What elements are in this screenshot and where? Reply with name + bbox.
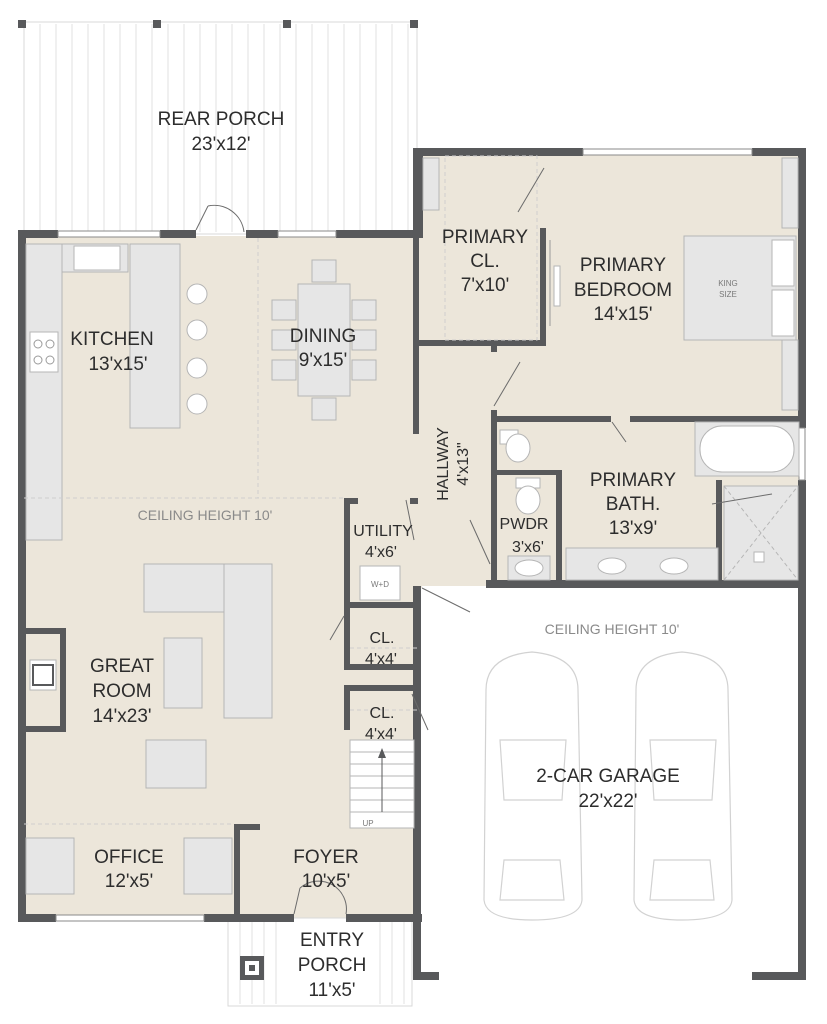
- doors: [195, 167, 773, 915]
- primary-bath-name-1: PRIMARY: [590, 470, 677, 491]
- windows: [55, 148, 806, 922]
- great-room-size: 14'x23': [92, 706, 151, 727]
- bed-label-2: SIZE: [719, 290, 737, 299]
- primary-closet-name-2: CL.: [470, 251, 500, 272]
- entry-porch-size: 11'x5': [308, 980, 355, 1001]
- office-furniture: [24, 823, 234, 895]
- great-room-name-2: ROOM: [92, 681, 151, 702]
- rear-porch-size: 23'x12': [191, 134, 250, 155]
- closet-upper-name: CL.: [370, 630, 395, 647]
- stairs: [349, 739, 415, 829]
- powder-size: 3'x6': [512, 539, 544, 556]
- primary-bedroom-fixtures: [422, 155, 799, 411]
- washer-dryer-label: W+D: [371, 580, 389, 589]
- foyer-size: 10'x5': [302, 871, 350, 892]
- interior-walls: [24, 228, 802, 918]
- bed-label-1: KING: [718, 279, 738, 288]
- kitchen-size: 13'x15': [88, 354, 147, 375]
- exterior-walls: [18, 148, 806, 980]
- ceiling-height-main: CEILING HEIGHT 10': [138, 507, 273, 523]
- closet-lower-size: 4'x4': [365, 726, 397, 743]
- stair-up-label: UP: [362, 819, 373, 828]
- kitchen-name: KITCHEN: [70, 329, 153, 350]
- foyer-name: FOYER: [293, 847, 358, 868]
- room-labels: REAR PORCH 23'x12' KITCHEN 13'x15' DININ…: [70, 109, 737, 1001]
- garage-size: 22'x22': [578, 791, 637, 812]
- utility-name: UTILITY: [353, 523, 413, 540]
- primary-closet-size: 7'x10': [461, 275, 509, 296]
- utility-size: 4'x6': [365, 544, 397, 561]
- office-name: OFFICE: [94, 847, 164, 868]
- entry-porch-name-1: ENTRY: [300, 930, 364, 951]
- rear-porch: [18, 20, 418, 235]
- closet-upper-size: 4'x4': [365, 651, 397, 668]
- hallway-name: HALLWAY: [435, 427, 452, 501]
- closet-lower-name: CL.: [370, 705, 395, 722]
- dining-size: 9'x15': [299, 350, 347, 371]
- dining-name: DINING: [290, 326, 357, 347]
- great-room-furniture: [24, 238, 344, 789]
- great-room-name-1: GREAT: [90, 656, 154, 677]
- hallway-size: 4'x13": [455, 442, 472, 485]
- primary-bath-size: 13'x9': [609, 518, 657, 539]
- utility-fixtures: [350, 565, 418, 711]
- garage-name: 2-CAR GARAGE: [536, 766, 680, 787]
- primary-bath-fixtures: [499, 421, 800, 581]
- entry-porch: [227, 917, 413, 1007]
- dining-table: [271, 259, 377, 421]
- powder-name: PWDR: [500, 516, 549, 533]
- primary-bedroom-name-1: PRIMARY: [580, 255, 667, 276]
- primary-bedroom-size: 14'x15': [593, 304, 652, 325]
- ceiling-height-garage: CEILING HEIGHT 10': [545, 621, 680, 637]
- garage-cars: [483, 651, 733, 921]
- office-size: 12'x5': [105, 871, 153, 892]
- rear-porch-name: REAR PORCH: [158, 109, 285, 130]
- kitchen-fixtures: [25, 243, 208, 541]
- primary-closet-name-1: PRIMARY: [442, 227, 529, 248]
- primary-bedroom-name-2: BEDROOM: [574, 280, 672, 301]
- primary-bath-name-2: BATH.: [606, 494, 661, 515]
- entry-porch-name-2: PORCH: [298, 955, 367, 976]
